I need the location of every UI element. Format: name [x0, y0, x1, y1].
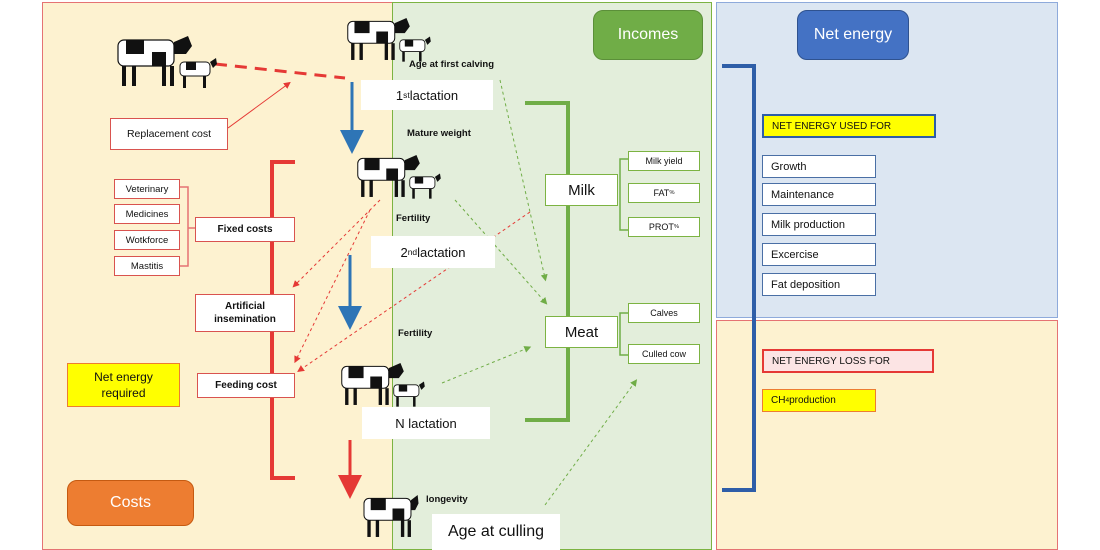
fertility-to-meat-arrow	[454, 199, 548, 305]
fertility-label-2: Fertility	[398, 328, 433, 339]
replacement-cost-arrow	[227, 81, 291, 129]
net-energy-used-for-box: NET ENERGY USED FOR	[762, 114, 936, 138]
mastitis-box: Mastitis	[114, 256, 180, 276]
prot-box: PROT%	[628, 217, 700, 237]
net-energy-bracket	[722, 64, 756, 492]
culling-to-culled-cow-arrow	[544, 379, 638, 506]
medicines-box: Medicines	[114, 204, 180, 224]
first-calving-to-meat-arrow	[499, 79, 548, 282]
net-energy-required-box: Net energy required	[67, 363, 180, 407]
replacement-dashed-line	[214, 62, 346, 80]
cow-and-calf-icon	[341, 363, 425, 407]
age-at-culling-box: Age at culling	[432, 514, 560, 550]
fertility-to-feeding-arrow	[294, 209, 371, 364]
milk-to-feeding-arrow	[297, 211, 531, 372]
fertility-to-ai-arrow	[292, 199, 381, 288]
age-first-calving-label: Age at first calving	[409, 59, 494, 70]
fat-deposition-box: Fat deposition	[762, 273, 876, 296]
fertility-label-1: Fertility	[396, 213, 431, 224]
cow-icon	[363, 495, 419, 537]
culled-cow-box: Culled cow	[628, 344, 700, 364]
n-lactation-box: N lactation	[362, 407, 490, 439]
workforce-box: Wotkforce	[114, 230, 180, 250]
longevity-label: longevity	[426, 494, 468, 505]
artificial-insemination-box: Artificial insemination	[195, 294, 295, 332]
fat-box: FAT%	[628, 183, 700, 203]
meat-box: Meat	[545, 316, 618, 348]
exercise-box: Excercise	[762, 243, 876, 266]
incomes-label: Incomes	[593, 10, 703, 60]
veterinary-box: Veterinary	[114, 179, 180, 199]
calves-box: Calves	[628, 303, 700, 323]
net-energy-loss-for-box: NET ENERGY LOSS FOR	[762, 349, 934, 373]
milk-yield-box: Milk yield	[628, 151, 700, 171]
growth-box: Growth	[762, 155, 876, 178]
cow-and-calf-icon	[357, 155, 441, 199]
fixed-costs-box: Fixed costs	[195, 217, 295, 242]
feeding-cost-box: Feeding cost	[197, 373, 295, 398]
costs-label: Costs	[67, 480, 194, 526]
costs-panel	[42, 2, 394, 550]
replacement-cost-box: Replacement cost	[110, 118, 228, 150]
net-energy-label: Net energy	[797, 10, 909, 60]
n-lactation-to-meat-arrow	[441, 346, 532, 384]
maintenance-box: Maintenance	[762, 183, 876, 206]
mature-weight-label: Mature weight	[407, 128, 471, 139]
milk-box: Milk	[545, 174, 618, 206]
incomes-bracket	[525, 101, 570, 422]
cow-and-calf-icon	[347, 18, 431, 62]
milk-production-box: Milk production	[762, 213, 876, 236]
cow-and-calf-icon	[117, 36, 217, 88]
